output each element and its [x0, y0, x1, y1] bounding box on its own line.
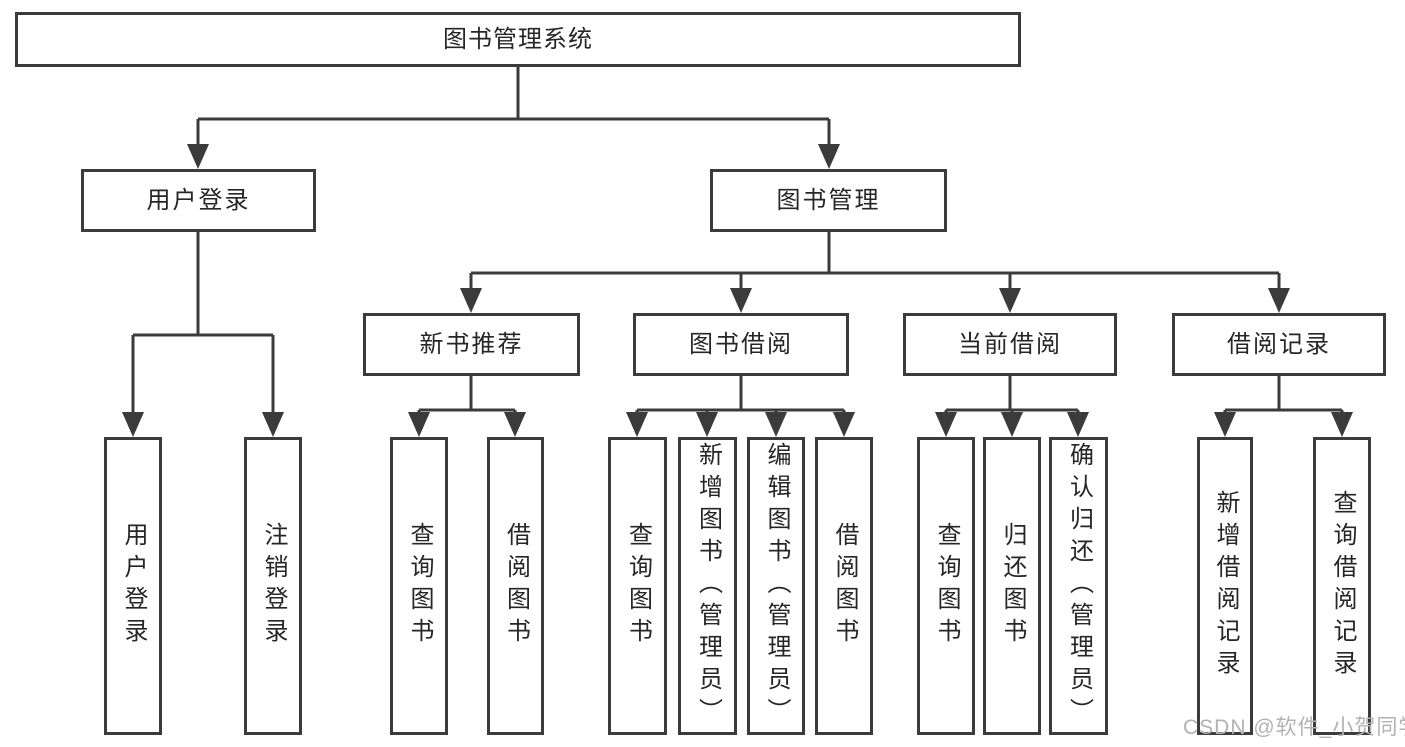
leaf-query-books-recommend: 查询图书	[390, 437, 448, 735]
node-new-book-recommend: 新书推荐	[363, 313, 580, 376]
leaf-confirm-return-admin: 确认归还（管理员）	[1049, 437, 1108, 735]
node-borrow-records: 借阅记录	[1172, 313, 1386, 376]
leaf-query-borrow-record: 查询借阅记录	[1313, 437, 1371, 735]
leaf-logout-login: 注销登录	[244, 437, 302, 735]
leaf-borrow-books-recommend: 借阅图书	[487, 437, 544, 735]
node-user-login: 用户登录	[81, 169, 316, 232]
watermark-text: CSDN @软件_小贺同学	[1183, 716, 1405, 739]
leaf-user-login: 用户登录	[104, 437, 162, 735]
leaf-query-books-current: 查询图书	[917, 437, 975, 735]
leaf-add-book-admin: 新增图书（管理员）	[678, 437, 737, 735]
leaf-query-books-borrow: 查询图书	[608, 437, 667, 735]
leaf-borrow-books-borrow: 借阅图书	[815, 437, 873, 735]
node-book-borrow: 图书借阅	[633, 313, 849, 376]
node-root-system: 图书管理系统	[15, 12, 1021, 67]
leaf-add-borrow-record: 新增借阅记录	[1197, 437, 1253, 735]
node-book-management: 图书管理	[710, 169, 947, 232]
leaf-edit-book-admin: 编辑图书（管理员）	[747, 437, 805, 735]
leaf-return-book: 归还图书	[983, 437, 1041, 735]
node-current-borrow: 当前借阅	[903, 313, 1117, 376]
